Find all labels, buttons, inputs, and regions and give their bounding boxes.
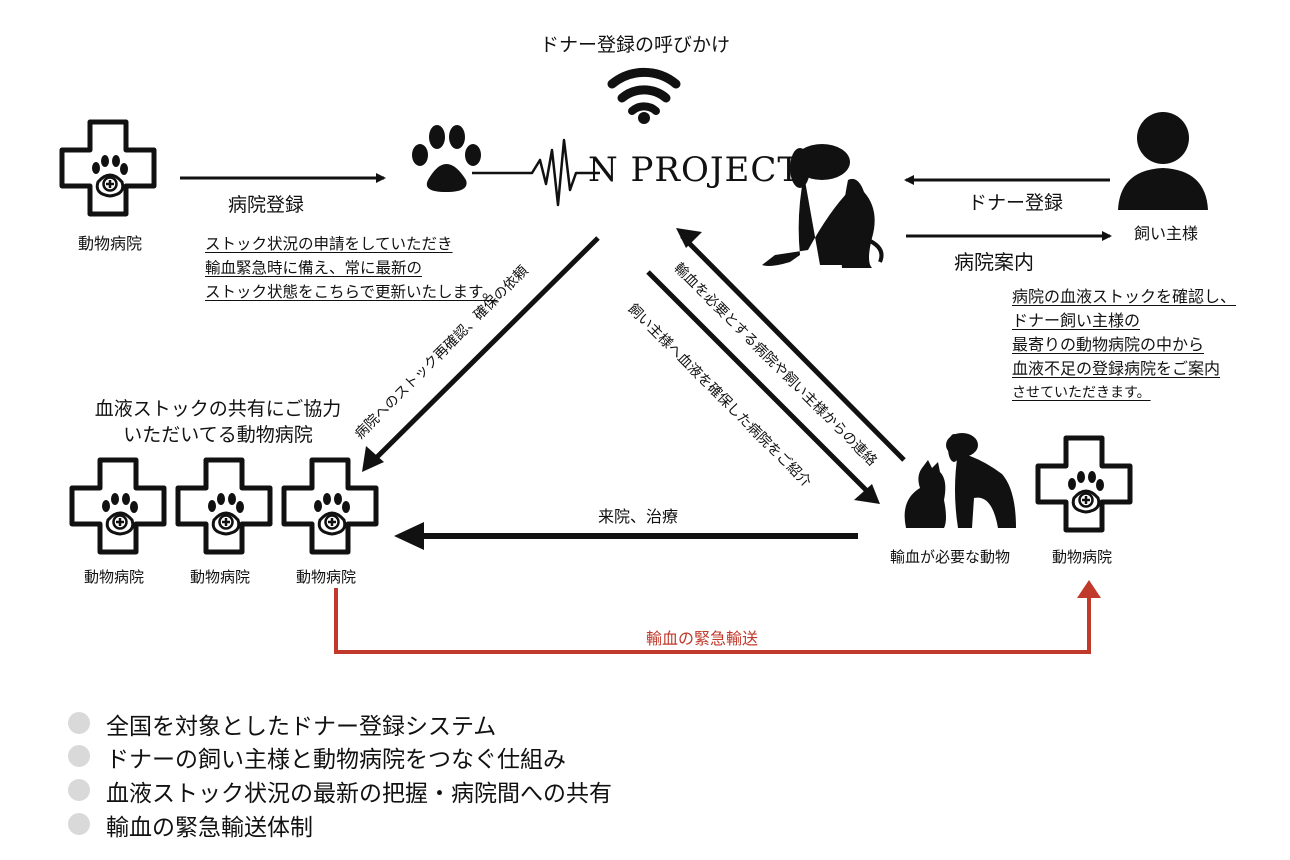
bullet-item: 全国を対象としたドナー登録システム bbox=[106, 714, 497, 740]
register-note: ストック状況の申請をしていただき 輸血緊急時に備え、常に最新の ストック状態をこ… bbox=[205, 235, 498, 301]
hospital-guide-label: 病院案内 bbox=[954, 250, 1034, 274]
bullet-dot bbox=[68, 745, 90, 767]
dog-cat-silhouette-icon bbox=[762, 144, 884, 268]
hospital-left-label: 動物病院 bbox=[78, 234, 143, 253]
bullet-item: 輸血の緊急輸送体制 bbox=[106, 815, 313, 841]
animal-need-label: 輸血が必要な動物 bbox=[890, 548, 1011, 566]
hospital-label-2: 動物病院 bbox=[190, 568, 251, 586]
bullet-dot bbox=[68, 712, 90, 734]
coop-title: 血液ストックの共有にご協力 いただいてる動物病院 bbox=[94, 398, 342, 446]
bullet-dot bbox=[68, 813, 90, 835]
owner-icon bbox=[1118, 112, 1208, 210]
emergency-transport-line bbox=[334, 588, 1091, 654]
project-name: N PROJECT bbox=[588, 150, 802, 190]
bullet-item: 血液ストック状況の最新の把握・病院間への共有 bbox=[106, 781, 612, 807]
owner-label: 飼い主様 bbox=[1134, 224, 1199, 243]
cat-dog-silhouette-icon bbox=[904, 433, 1016, 528]
donor-call-title: ドナー登録の呼びかけ bbox=[540, 34, 731, 56]
paw-icon bbox=[412, 125, 481, 192]
heartbeat-line bbox=[472, 138, 600, 207]
bullet-item: ドナーの飼い主様と動物病院をつなぐ仕組み bbox=[106, 747, 566, 773]
hospital-icon bbox=[174, 456, 274, 556]
hospital-icon bbox=[280, 456, 380, 556]
recheck-arrow bbox=[366, 236, 600, 468]
visit-treat-label: 来院、治療 bbox=[598, 507, 679, 526]
wifi-icon bbox=[607, 67, 681, 124]
donor-register-label: ドナー登録 bbox=[968, 192, 1064, 214]
hospital-register-label: 病院登録 bbox=[228, 194, 305, 216]
bullet-dot bbox=[68, 779, 90, 801]
hospital-icon bbox=[1034, 434, 1134, 534]
contact-arrow bbox=[680, 234, 906, 462]
emergency-transport-label: 輸血の緊急輸送 bbox=[646, 629, 759, 648]
intro-arrow bbox=[646, 270, 874, 498]
hospital-icon bbox=[58, 118, 158, 218]
guide-note: 病院の血液ストックを確認し、 ドナー飼い主様の 最寄りの動物病院の中から 血液不… bbox=[1012, 287, 1237, 401]
hospital-right-label: 動物病院 bbox=[1052, 548, 1113, 566]
hospital-icon bbox=[68, 456, 168, 556]
hospital-label-3: 動物病院 bbox=[296, 568, 357, 586]
hospital-label-1: 動物病院 bbox=[84, 568, 145, 586]
